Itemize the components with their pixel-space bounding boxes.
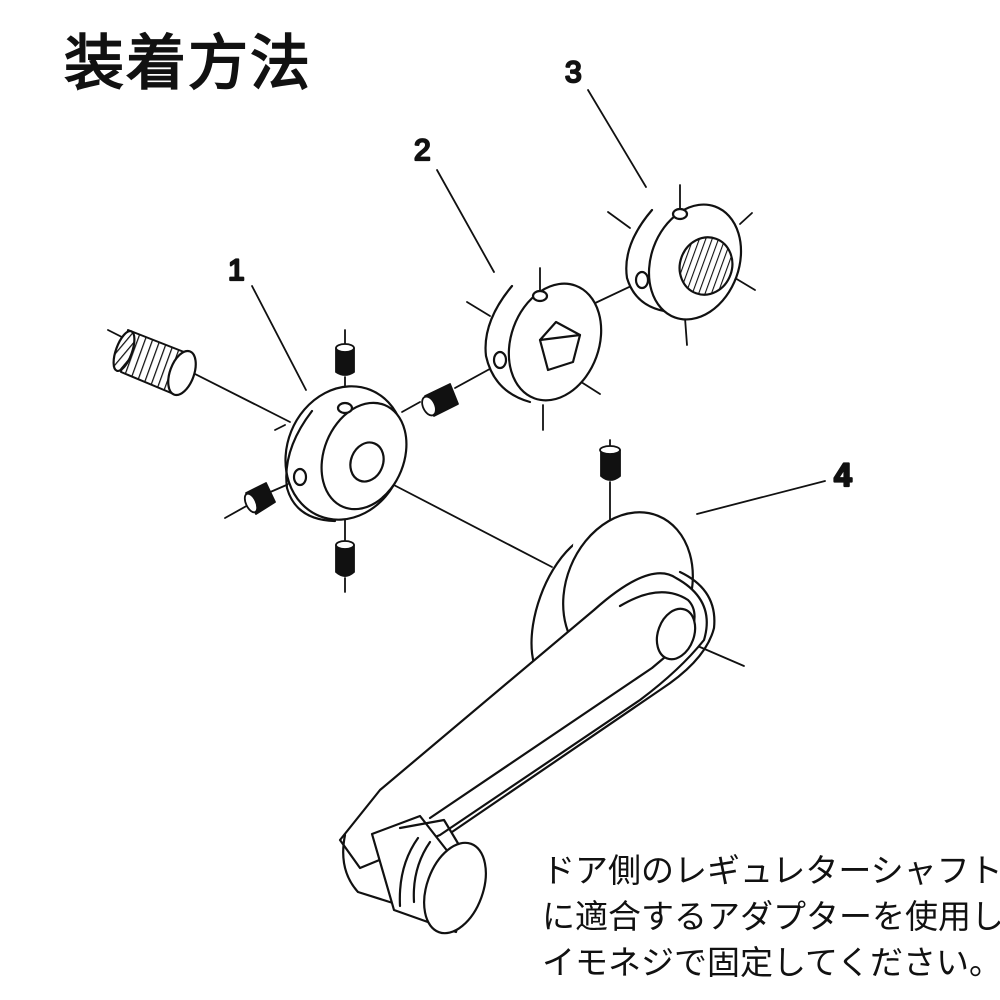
set-screw-handle	[599, 445, 621, 481]
regulator-shaft	[112, 329, 197, 397]
collar-part-1	[284, 385, 408, 523]
note-line-2: に適合するアダプターを使用し	[542, 897, 1000, 936]
set-screw-top-1	[335, 343, 355, 376]
leader-lines	[251, 89, 826, 515]
set-screw-side-1	[243, 482, 276, 515]
collar-part-3	[625, 203, 743, 321]
label-part-4: 4	[834, 457, 852, 493]
crank-handle-part-4	[338, 511, 716, 935]
installation-note: ドア側のレギュレターシャフト に適合するアダプターを使用し イモネジで固定してく…	[542, 848, 1000, 986]
label-part-2: 2	[414, 134, 431, 167]
label-part-1: 1	[228, 254, 245, 287]
set-screw-between-1-2	[421, 383, 459, 417]
label-part-3: 3	[565, 56, 582, 89]
collar-part-2	[484, 282, 603, 404]
note-line-1: ドア側のレギュレターシャフト	[542, 851, 1000, 890]
note-line-3: イモネジで固定してください。	[542, 943, 1000, 982]
set-screw-bottom-1	[335, 540, 355, 577]
page-title: 装着方法	[64, 29, 312, 99]
set-screws	[243, 343, 621, 577]
